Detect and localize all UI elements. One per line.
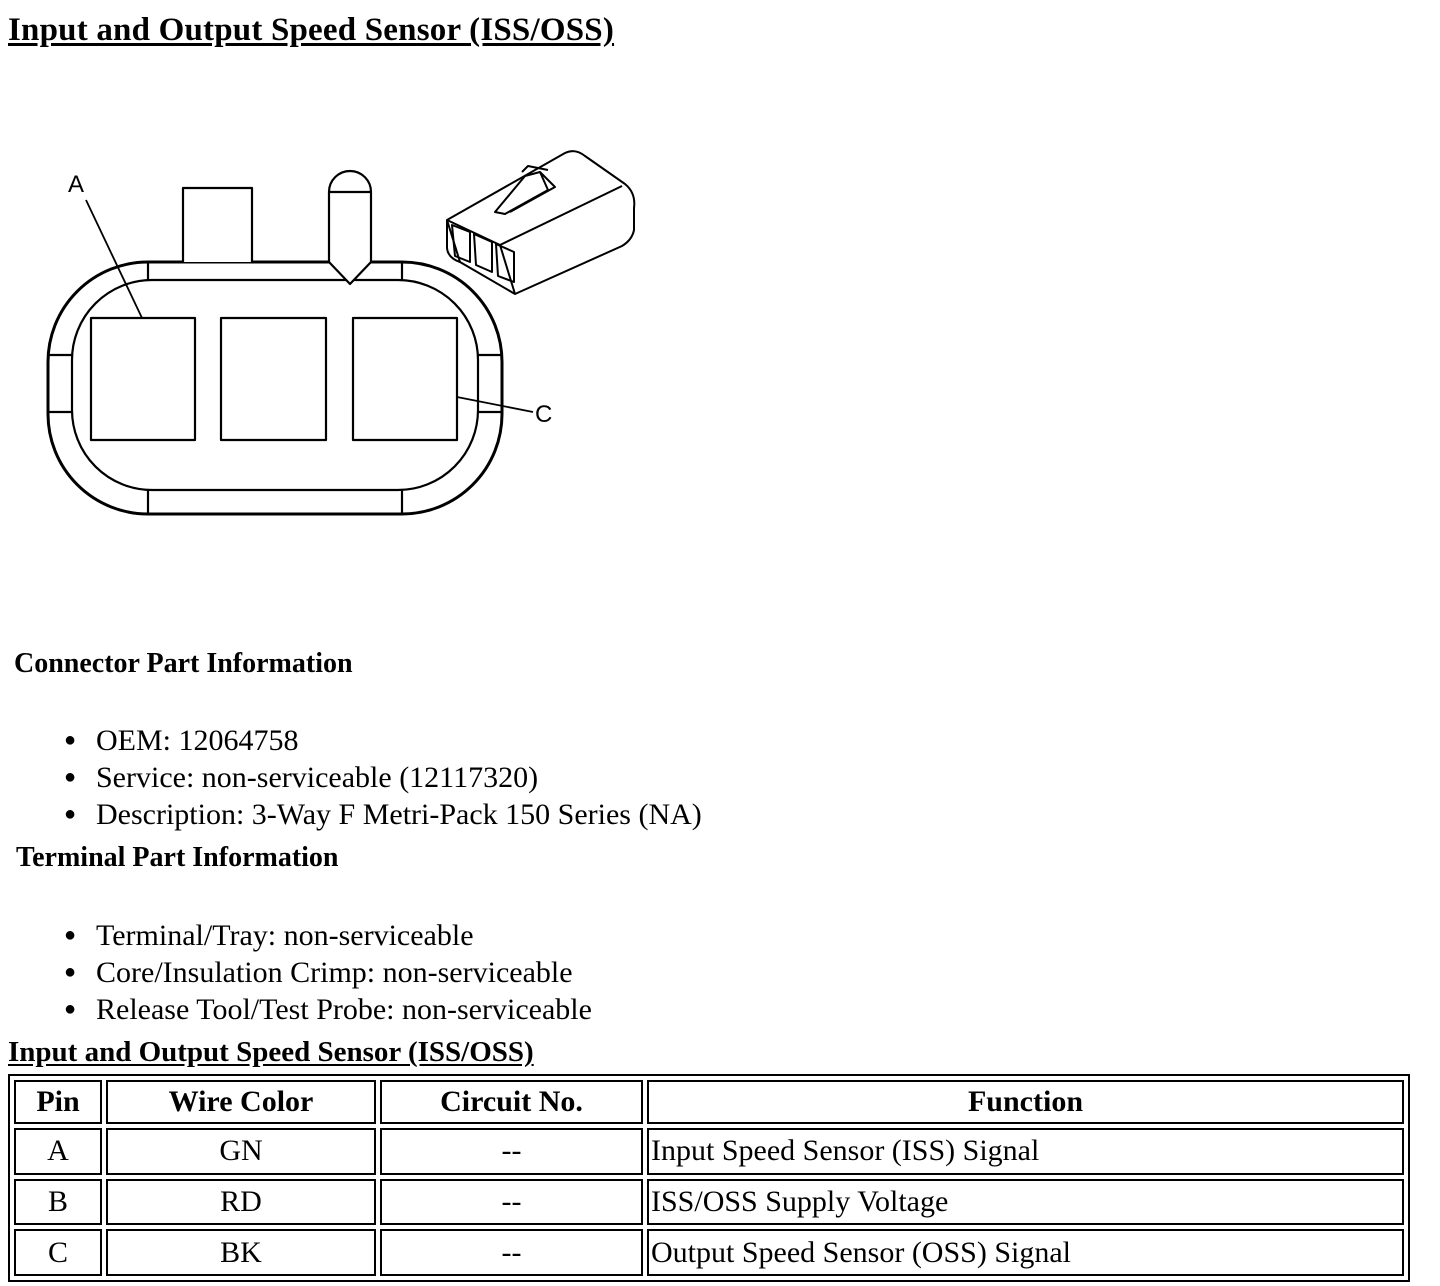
function-cell: ISS/OSS Supply Voltage: [647, 1178, 1404, 1226]
label-c: C: [535, 401, 552, 428]
list-item: ●Core/Insulation Crimp: non-serviceable: [60, 954, 592, 991]
terminal-part-list: ●Terminal/Tray: non-serviceable ●Core/In…: [60, 917, 592, 1028]
pin-cell: C: [14, 1229, 102, 1276]
connector-part-list: ●OEM: 12064758 ●Service: non-serviceable…: [60, 722, 702, 833]
table-row: C BK -- Output Speed Sensor (OSS) Signal: [14, 1229, 1404, 1276]
list-item: ●Terminal/Tray: non-serviceable: [60, 917, 592, 954]
page-title: Input and Output Speed Sensor (ISS/OSS): [8, 12, 615, 48]
pin-cell: A: [14, 1128, 102, 1175]
connector-thumbnail: [446, 150, 636, 295]
bullet-icon: ●: [63, 729, 77, 751]
leader-line-a: [85, 199, 143, 319]
rounded-key-tab: [327, 169, 373, 286]
bullet-icon: ●: [63, 924, 77, 946]
list-item: ●Description: 3-Way F Metri-Pack 150 Ser…: [60, 796, 702, 833]
terminal-cavity-a: [89, 316, 197, 442]
header-circuit-no: Circuit No.: [380, 1080, 643, 1124]
table-title: Input and Output Speed Sensor (ISS/OSS): [8, 1036, 534, 1068]
wire-color-cell: BK: [106, 1229, 376, 1276]
wire-color-cell: GN: [106, 1128, 376, 1175]
circuit-no-cell: --: [380, 1229, 643, 1276]
table-row: B RD -- ISS/OSS Supply Voltage: [14, 1178, 1404, 1226]
list-item: ●Service: non-serviceable (12117320): [60, 759, 702, 796]
table-header-row: Pin Wire Color Circuit No. Function: [14, 1080, 1404, 1124]
connector-part-heading: Connector Part Information: [14, 648, 353, 679]
terminal-cavity-b: [219, 316, 328, 442]
wire-color-cell: RD: [106, 1178, 376, 1226]
circuit-no-cell: --: [380, 1178, 643, 1226]
bullet-icon: ●: [63, 998, 77, 1020]
function-cell: Output Speed Sensor (OSS) Signal: [647, 1229, 1404, 1276]
list-item: ●OEM: 12064758: [60, 722, 702, 759]
bullet-icon: ●: [63, 803, 77, 825]
list-item: ●Release Tool/Test Probe: non-serviceabl…: [60, 991, 592, 1028]
header-wire-color: Wire Color: [106, 1080, 376, 1124]
square-latch-tab: [181, 186, 254, 262]
header-pin: Pin: [14, 1080, 102, 1124]
pinout-table: Pin Wire Color Circuit No. Function A GN…: [8, 1074, 1410, 1282]
label-a: A: [68, 171, 84, 198]
bullet-icon: ●: [63, 961, 77, 983]
terminal-cavity-c: [351, 316, 459, 442]
bullet-icon: ●: [63, 766, 77, 788]
table-row: A GN -- Input Speed Sensor (ISS) Signal: [14, 1128, 1404, 1175]
pin-cell: B: [14, 1178, 102, 1226]
circuit-no-cell: --: [380, 1128, 643, 1175]
connector-housing-outer: [46, 260, 504, 516]
terminal-part-heading: Terminal Part Information: [16, 842, 339, 873]
connector-housing-inner: [70, 278, 480, 492]
function-cell: Input Speed Sensor (ISS) Signal: [647, 1128, 1404, 1175]
connector-diagram: A C: [46, 150, 636, 516]
leader-line-c: [456, 396, 534, 413]
header-function: Function: [647, 1080, 1404, 1124]
